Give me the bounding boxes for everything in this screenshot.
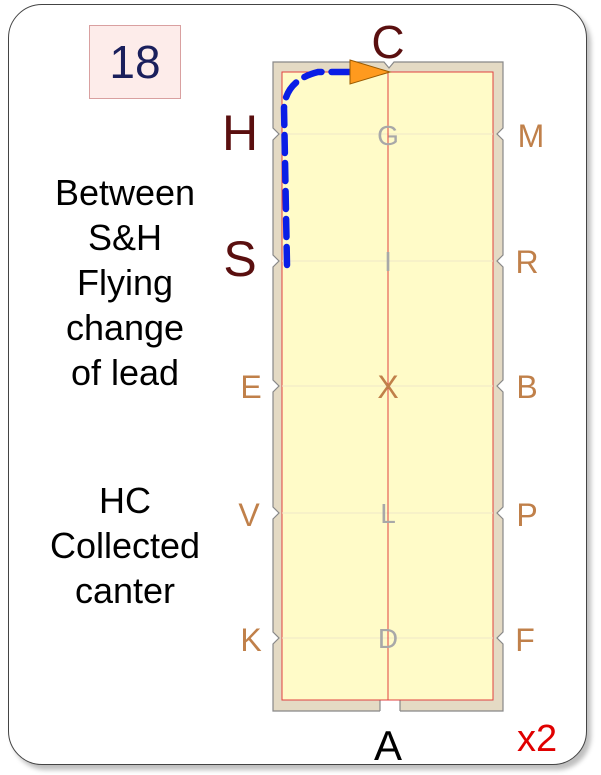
movement-instruction-2: HC Collected canter xyxy=(20,478,230,613)
test-number-badge: 18 xyxy=(89,25,181,99)
coefficient-multiplier: x2 xyxy=(517,718,558,760)
letter-a: A xyxy=(374,722,402,769)
instruction-line: HC xyxy=(99,480,151,521)
letter-e: E xyxy=(240,369,261,405)
instruction-line: Collected xyxy=(49,525,201,566)
instruction-line: change xyxy=(65,307,185,348)
letter-g: G xyxy=(377,120,399,151)
letter-m: M xyxy=(518,118,545,154)
entry-gap xyxy=(380,700,400,713)
letter-c: C xyxy=(371,16,404,68)
letter-h: H xyxy=(222,105,258,161)
letter-b: B xyxy=(516,369,537,405)
letter-v: V xyxy=(238,497,260,533)
instruction-line: Between xyxy=(54,172,196,213)
instruction-line: canter xyxy=(74,570,176,611)
letter-p: P xyxy=(516,497,537,533)
letter-k: K xyxy=(240,622,261,658)
letter-l: L xyxy=(380,498,396,529)
letter-d: D xyxy=(378,623,398,654)
instruction-line: Flying xyxy=(76,262,174,303)
letter-s: S xyxy=(223,231,256,287)
route-arrow-head xyxy=(349,59,392,85)
movement-instruction-1: Between S&H Flying change of lead xyxy=(20,170,230,395)
letter-f: F xyxy=(515,622,535,658)
letter-r: R xyxy=(515,244,538,280)
instruction-line: S&H xyxy=(87,217,163,258)
letter-i: I xyxy=(384,246,392,277)
letter-x: X xyxy=(377,369,398,405)
movement-route xyxy=(280,68,356,269)
instruction-line: of lead xyxy=(70,352,180,393)
